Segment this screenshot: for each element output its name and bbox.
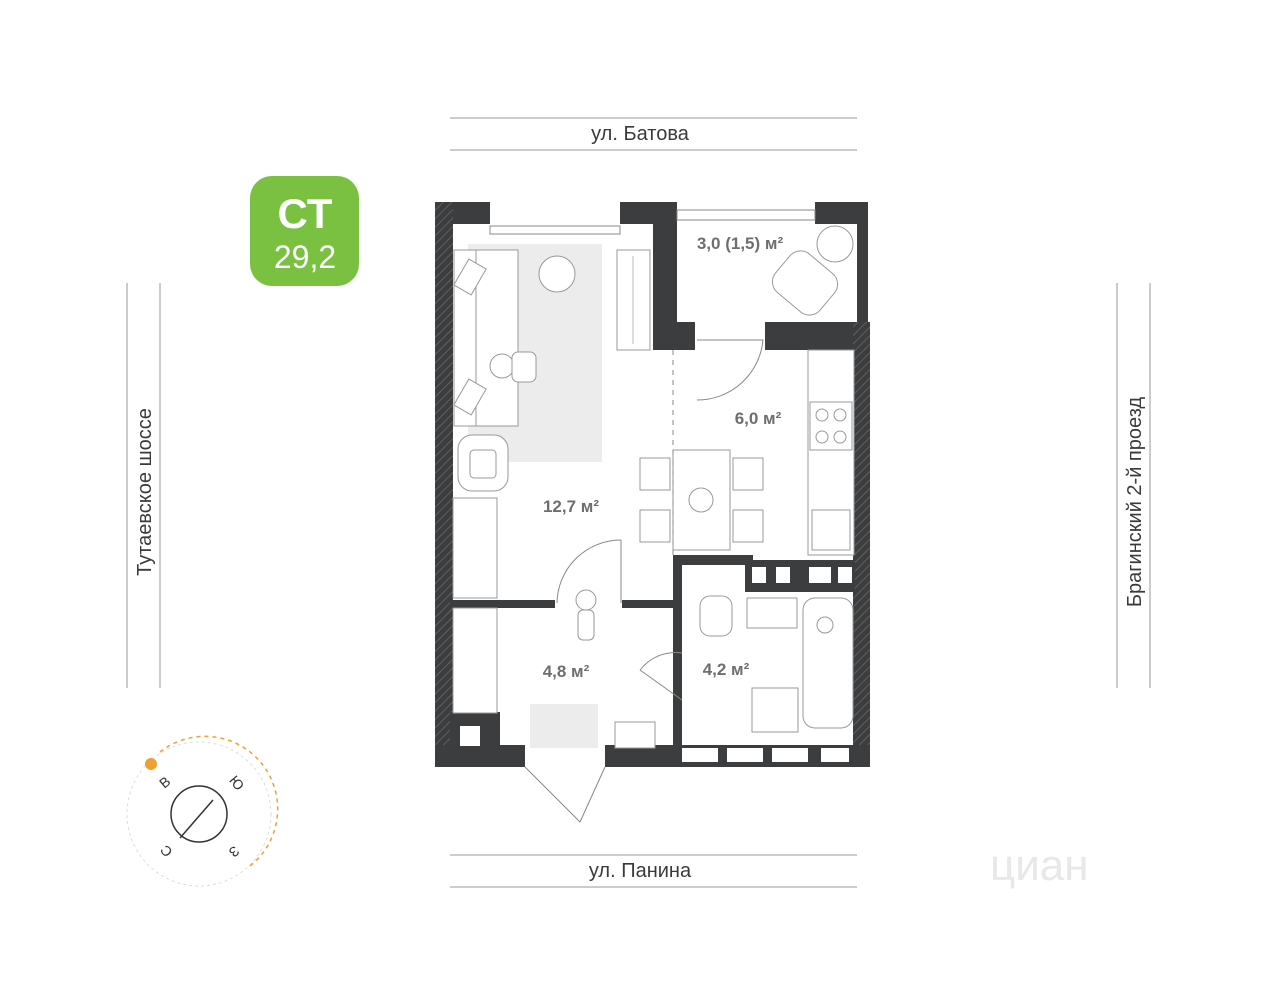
person-icon: [489, 351, 537, 383]
street-left: Тутаевское шоссе: [126, 283, 161, 688]
street-top-label: ул. Батова: [591, 123, 690, 145]
dining-table: [639, 449, 764, 551]
compass: В Ю С З: [126, 735, 279, 887]
room-bath-area: 4,2 м²: [703, 660, 750, 679]
street-bottom-label: ул. Панина: [589, 860, 692, 882]
person-hall-icon: [575, 589, 597, 641]
balcony-lamp: [816, 225, 854, 263]
street-right: Брагинский 2-й проезд: [1116, 283, 1151, 688]
sun-path-arc: [159, 735, 279, 867]
sun-icon: [145, 758, 157, 770]
badge-area: 29,2: [274, 239, 336, 275]
compass-east: В: [156, 773, 173, 791]
room-kitchen-area: 6,0 м²: [735, 409, 782, 428]
street-left-label: Тутаевское шоссе: [134, 408, 156, 576]
floor-lamp: [538, 255, 576, 293]
armchair-balcony: [771, 250, 839, 316]
doors: [524, 339, 764, 823]
street-right-label: Брагинский 2-й проезд: [1124, 397, 1146, 608]
street-top: ул. Батова: [450, 117, 857, 151]
compass-north: С: [157, 842, 176, 860]
badge-type: СТ: [278, 190, 333, 237]
armchair-living: [457, 434, 509, 492]
room-hall-area: 4,8 м²: [543, 662, 590, 681]
wardrobe-living: [452, 497, 498, 714]
hall-shelf: [614, 721, 656, 749]
watermark-logo: циан: [990, 841, 1089, 890]
apartment-badge: СТ 29,2: [250, 176, 359, 286]
street-bottom: ул. Панина: [450, 854, 857, 888]
room-balcony-area: 3,0 (1,5) м²: [697, 234, 784, 253]
windows-top: [489, 209, 816, 235]
sofa: [453, 249, 519, 427]
compass-south: Ю: [226, 772, 247, 793]
kitchen-counter: [807, 349, 855, 556]
bath-fixtures: [699, 595, 854, 733]
walls: [435, 202, 870, 767]
room-living-area: 12,7 м²: [543, 497, 599, 516]
compass-west: З: [226, 843, 243, 861]
hall-mat: [530, 704, 598, 748]
badge-background: [250, 176, 359, 286]
